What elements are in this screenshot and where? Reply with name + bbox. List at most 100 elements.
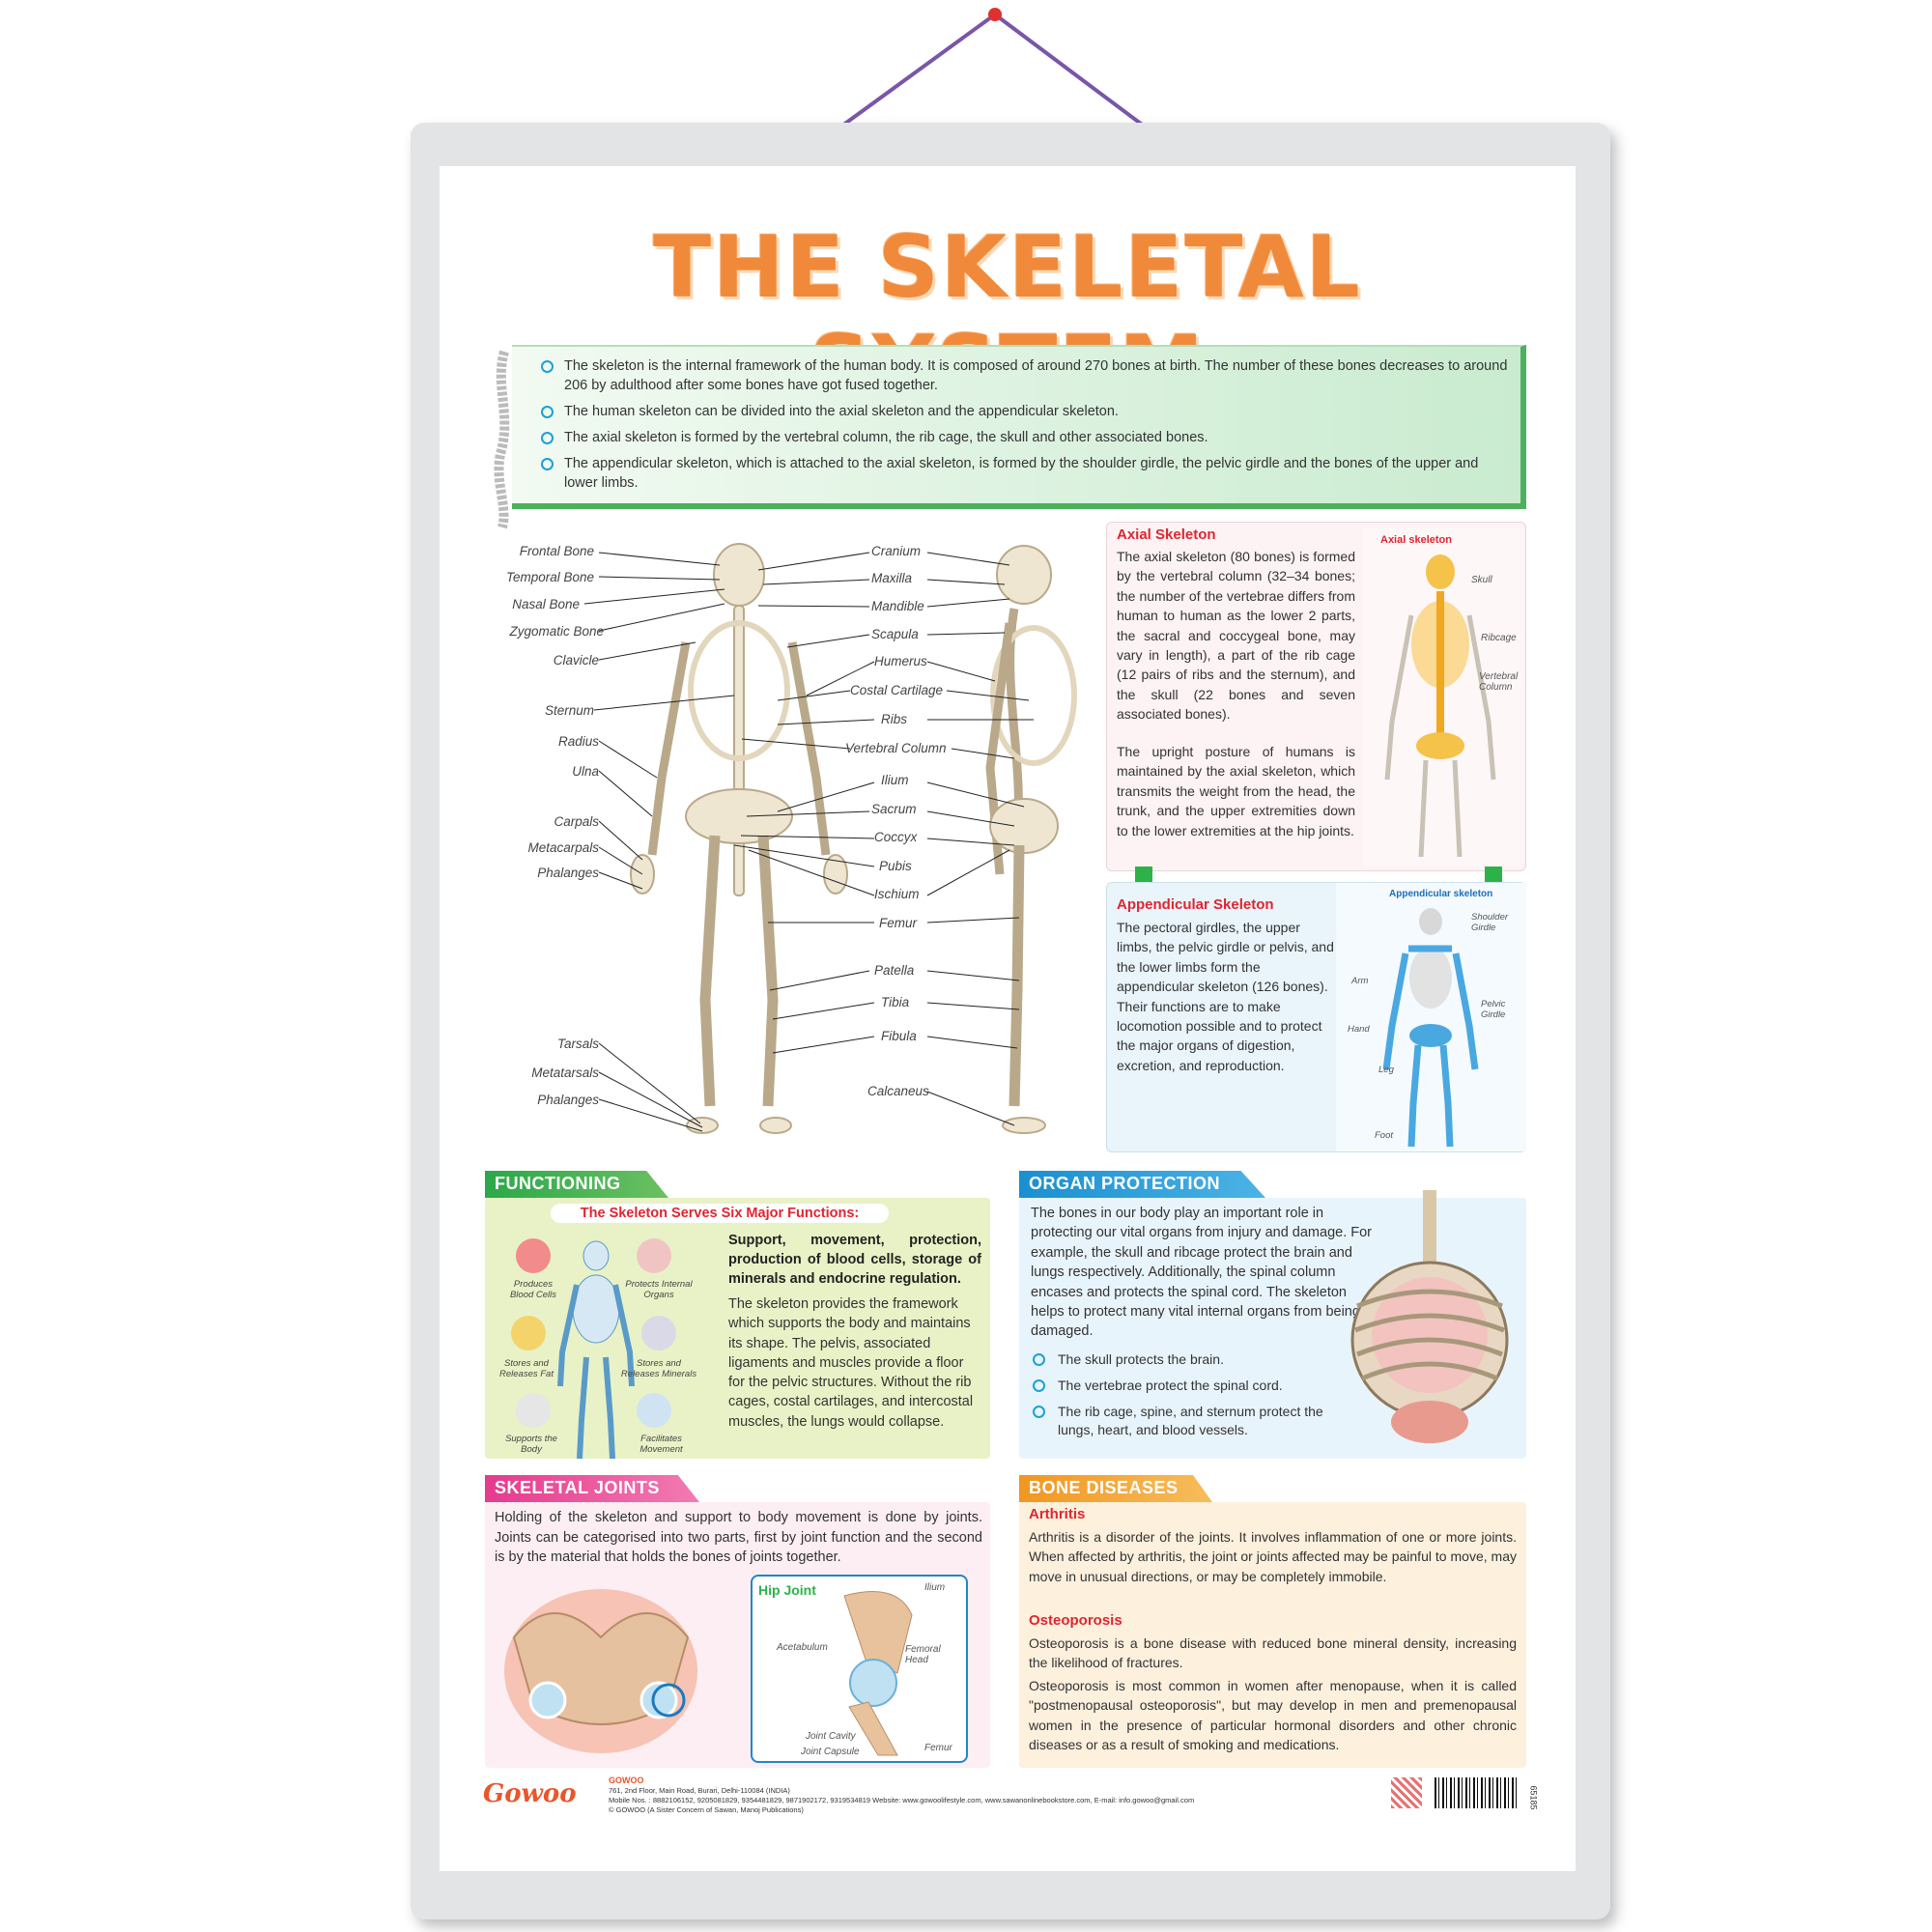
label-ulna: Ulna xyxy=(572,764,599,779)
label-ilium: Ilium xyxy=(881,773,909,787)
organ-protection-panel: The bones in our body play an important … xyxy=(1019,1190,1526,1459)
functioning-tab: FUNCTIONING xyxy=(485,1171,668,1198)
pelvis-illustration xyxy=(504,1589,697,1753)
axial-skeleton-figure xyxy=(1384,554,1496,858)
axial-paragraph-1: The axial skeleton (80 bones) is formed … xyxy=(1117,549,1355,723)
footer-contact: Mobile Nos. : 8882106152, 9205081829, 93… xyxy=(609,1796,1195,1804)
label-scapula: Scapula xyxy=(871,627,919,641)
hip-label-acetabulum: Acetabulum xyxy=(777,1642,828,1653)
label-patella: Patella xyxy=(874,963,915,978)
appendicular-label-arm: Arm xyxy=(1351,976,1369,986)
label-phalanges-foot: Phalanges xyxy=(537,1093,599,1107)
axial-paragraph-2: The upright posture of humans is maintai… xyxy=(1117,744,1355,838)
arthritis-heading: Arthritis xyxy=(1029,1506,1086,1522)
functioning-subhead: The Skeleton Serves Six Major Functions: xyxy=(551,1204,889,1223)
icon-label-internal-organs: Protects Internal Organs xyxy=(625,1279,693,1300)
axial-skeleton-panel: Axial Skeleton The axial skeleton (80 bo… xyxy=(1106,522,1526,871)
label-maxilla: Maxilla xyxy=(871,571,913,585)
intro-item: The appendicular skeleton, which is atta… xyxy=(541,454,1511,493)
gowoo-logo: Gowoo xyxy=(483,1779,577,1808)
intro-panel: The skeleton is the internal framework o… xyxy=(512,345,1526,509)
appendicular-label-pelvic-girdle: Pelvic Girdle xyxy=(1481,999,1506,1020)
bone-diseases-tab: BONE DISEASES xyxy=(1019,1475,1212,1502)
icon-label-blood-cells: Produces Blood Cells xyxy=(509,1279,557,1300)
footer-brand: GOWOO xyxy=(609,1776,644,1785)
appendicular-label-hand: Hand xyxy=(1348,1024,1370,1035)
intro-item: The skeleton is the internal framework o… xyxy=(541,356,1511,395)
osteoporosis-heading: Osteoporosis xyxy=(1029,1612,1122,1629)
label-nasal-bone: Nasal Bone xyxy=(512,597,580,611)
axial-heading: Axial Skeleton xyxy=(1117,526,1216,543)
intro-item: The axial skeleton is formed by the vert… xyxy=(541,428,1511,447)
functioning-text: The skeleton provides the framework whic… xyxy=(728,1296,974,1430)
label-sacrum: Sacrum xyxy=(871,802,917,816)
appendicular-heading: Appendicular Skeleton xyxy=(1117,896,1274,913)
icon-label-movement: Facilitates Movement xyxy=(639,1434,683,1455)
osteoporosis-text-1: Osteoporosis is a bone disease with redu… xyxy=(1029,1635,1517,1671)
hip-joint-figure xyxy=(843,1591,913,1756)
osteoporosis-text-2: Osteoporosis is most common in women aft… xyxy=(1029,1678,1517,1753)
front-skull xyxy=(713,543,765,607)
label-frontal-bone: Frontal Bone xyxy=(519,544,594,558)
label-femur: Femur xyxy=(879,916,918,930)
footer-address: 761, 2nd Floor, Main Road, Burari, Delhi… xyxy=(609,1786,790,1795)
skeleton-diagram xyxy=(583,543,1077,1134)
label-carpals: Carpals xyxy=(554,814,599,829)
label-tarsals: Tarsals xyxy=(556,1037,599,1051)
ribcage-illustration xyxy=(1350,1190,1509,1443)
pin-icon xyxy=(988,8,1002,21)
label-coccyx: Coccyx xyxy=(874,830,918,844)
hip-label-joint-capsule: Joint Capsule xyxy=(801,1747,860,1757)
side-skull xyxy=(996,545,1052,605)
icon-label-supports: Supports the Body xyxy=(505,1434,557,1455)
hip-joint-title: Hip Joint xyxy=(758,1582,816,1598)
arthritis-text: Arthritis is a disorder of the joints. I… xyxy=(1029,1529,1517,1584)
label-mandible: Mandible xyxy=(871,599,924,613)
appendicular-label-leg: Leg xyxy=(1378,1065,1394,1075)
label-sternum: Sternum xyxy=(544,703,594,718)
bone-diseases-panel: Arthritis Arthritis is a disorder of the… xyxy=(1019,1502,1526,1768)
joints-text: Holding of the skeleton and support to b… xyxy=(495,1510,982,1565)
label-costal-cartilage: Costal Cartilage xyxy=(850,683,944,697)
label-fibula: Fibula xyxy=(881,1029,917,1043)
label-clavicle: Clavicle xyxy=(553,653,599,668)
hip-label-femur: Femur xyxy=(924,1743,952,1753)
axial-label-ribcage: Ribcage xyxy=(1481,633,1517,643)
organ-bullet-list: The skull protects the brain. The verteb… xyxy=(1031,1343,1340,1439)
appendicular-label-foot: Foot xyxy=(1375,1130,1394,1141)
appendicular-paragraph: The pectoral girdles, the upper limbs, t… xyxy=(1117,920,1334,1073)
label-zygomatic-bone: Zygomatic Bone xyxy=(509,624,604,639)
label-pubis: Pubis xyxy=(879,859,912,873)
axial-figure-title: Axial skeleton xyxy=(1380,534,1452,546)
axial-label-vertebral-column: Vertebral Column xyxy=(1479,671,1519,693)
skeletal-joints-panel: Holding of the skeleton and support to b… xyxy=(485,1502,990,1768)
hip-label-femoral-head: Femoral Head xyxy=(905,1644,941,1665)
skeletal-joints-tab: SKELETAL JOINTS xyxy=(485,1475,699,1502)
hip-label-ilium: Ilium xyxy=(924,1582,946,1593)
appendicular-skeleton-figure xyxy=(1382,908,1479,1148)
appendicular-label-shoulder-girdle: Shoulder Girdle xyxy=(1471,912,1509,933)
barcode-icon xyxy=(1435,1777,1520,1808)
label-humerus: Humerus xyxy=(874,654,927,668)
product-code: 65185 xyxy=(1528,1785,1539,1810)
functions-illustration xyxy=(511,1238,676,1459)
label-radius: Radius xyxy=(557,734,599,749)
hip-label-joint-cavity: Joint Cavity xyxy=(806,1731,856,1742)
organ-bullet: The rib cage, spine, and sternum protect… xyxy=(1031,1403,1340,1439)
poster-footer: Gowoo GOWOO 761, 2nd Floor, Main Road, B… xyxy=(483,1776,1546,1833)
axial-label-skull: Skull xyxy=(1471,575,1492,585)
spine-icon xyxy=(494,350,510,529)
organ-bullet: The vertebrae protect the spinal cord. xyxy=(1031,1377,1340,1395)
organ-bullet: The skull protects the brain. xyxy=(1031,1350,1340,1369)
footer-note: © GOWOO (A Sister Concern of Sawan, Mano… xyxy=(609,1805,804,1814)
functioning-panel: The Skeleton Serves Six Major Functions:… xyxy=(485,1198,990,1459)
appendicular-figure-title: Appendicular skeleton xyxy=(1389,889,1493,899)
label-calcaneus: Calcaneus xyxy=(867,1084,929,1098)
functioning-bold-text: Support, movement, protection, productio… xyxy=(728,1233,981,1287)
label-temporal-bone: Temporal Bone xyxy=(505,570,594,584)
label-vertebral-column: Vertebral Column xyxy=(845,741,947,755)
label-phalanges-hand: Phalanges xyxy=(537,866,599,880)
label-ribs: Ribs xyxy=(881,712,908,726)
icon-label-fat: Stores and Releases Fat xyxy=(499,1358,554,1379)
